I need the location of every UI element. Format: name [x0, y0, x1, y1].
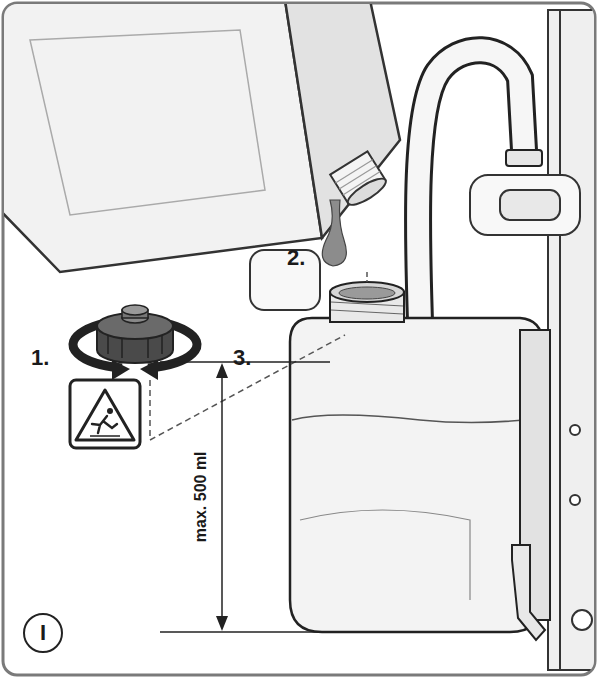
- oil-drop: [322, 200, 346, 266]
- guide-line: [150, 335, 345, 440]
- tank-ridge: [292, 415, 540, 423]
- dimension-label: max. 500 ml: [191, 448, 209, 545]
- fill-opening: [330, 282, 404, 302]
- oil-tank: [290, 318, 542, 632]
- neck-thread: [331, 302, 403, 314]
- drain-tap: [512, 545, 545, 640]
- slip-warning-sign: [70, 380, 140, 448]
- step-number: 3.: [233, 346, 251, 370]
- dimension-arrow: [216, 363, 228, 378]
- filler-cap: [97, 305, 173, 363]
- step-number: 1.: [31, 346, 49, 370]
- canister-label-area: [30, 30, 265, 215]
- tank-ridge: [300, 510, 470, 600]
- dimension-arrow: [216, 616, 228, 631]
- dimension-lines: [160, 362, 420, 632]
- guide-line: [366, 272, 368, 282]
- hose-fill: [418, 50, 524, 322]
- step-number: 2.: [287, 246, 305, 270]
- figure-number-circle: I: [23, 613, 63, 653]
- oil-canister: [285, 4, 400, 238]
- oil-canister: [4, 4, 322, 272]
- hose-clamp: [506, 150, 542, 166]
- hose: [418, 50, 524, 322]
- fill-opening: [339, 287, 395, 299]
- figure-number: I: [40, 622, 46, 644]
